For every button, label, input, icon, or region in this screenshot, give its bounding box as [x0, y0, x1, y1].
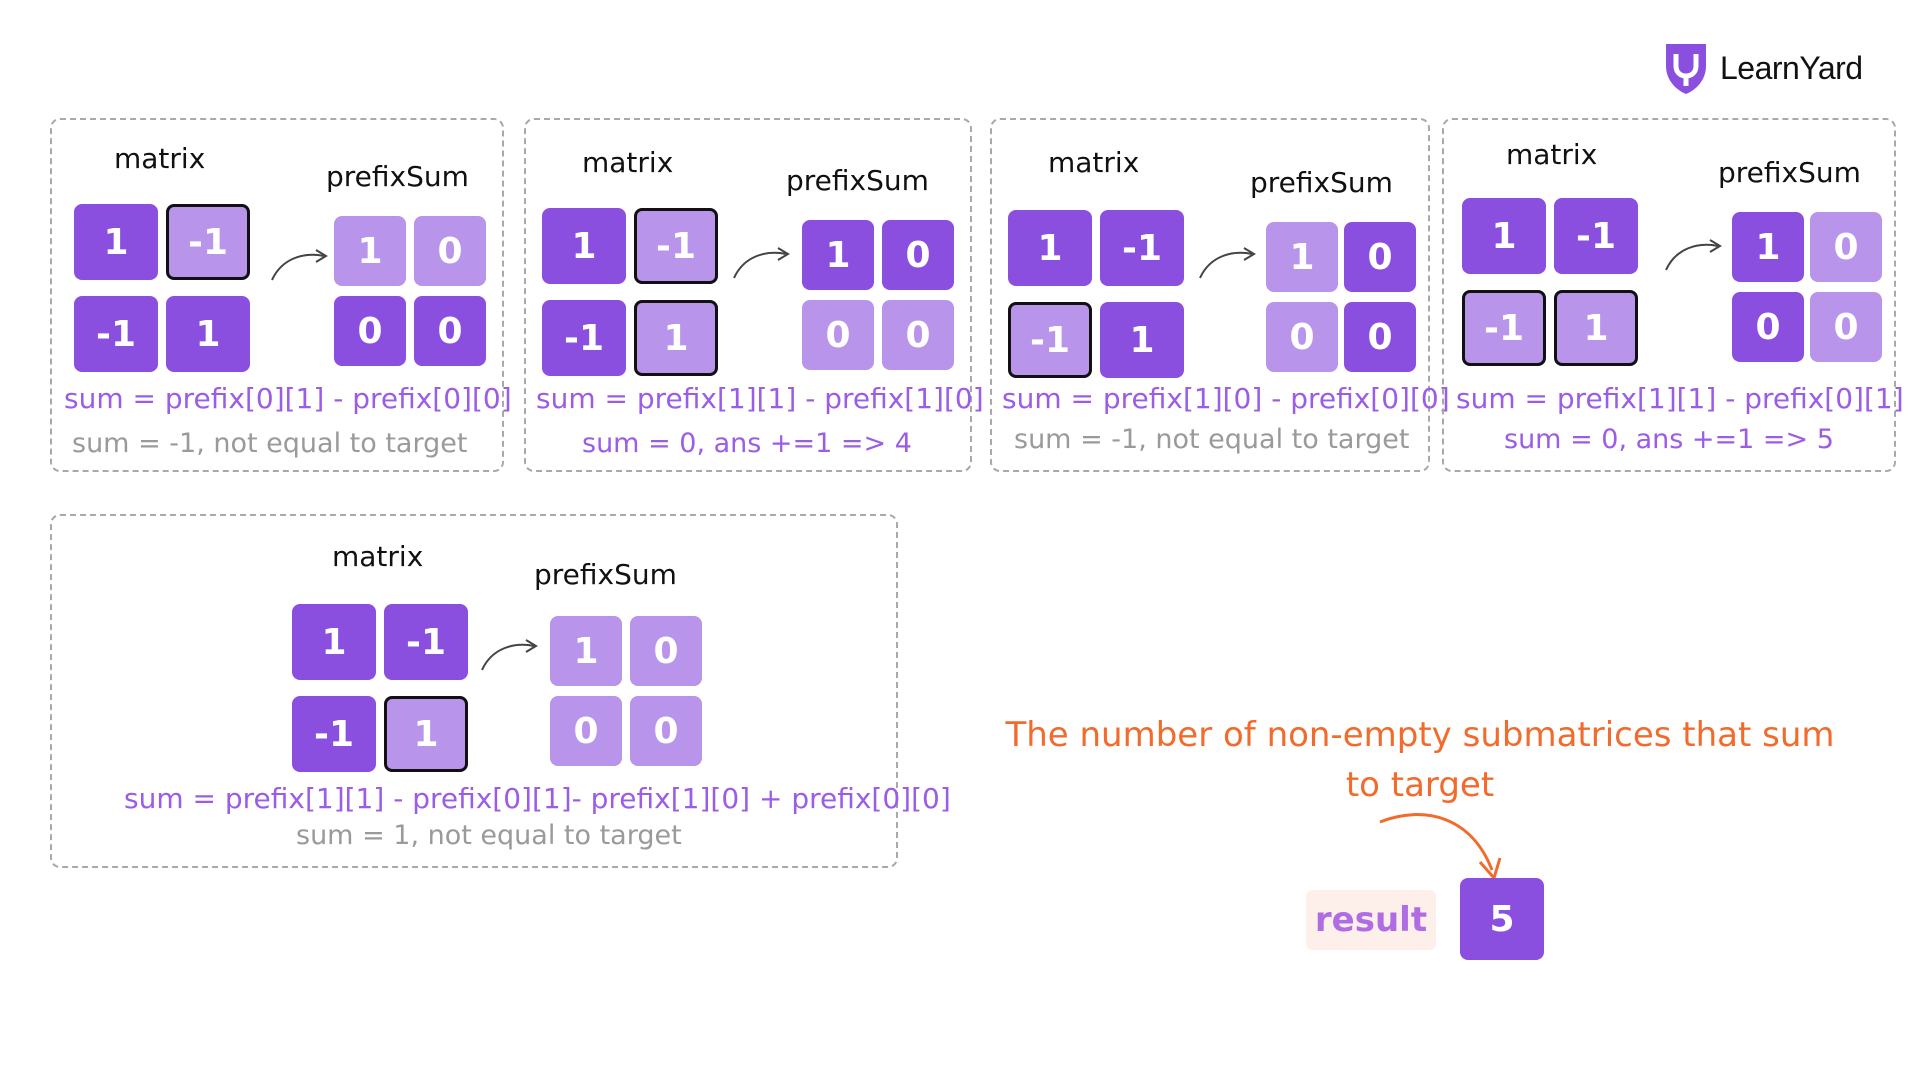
prefix-cell: 0 — [1810, 292, 1882, 362]
matrix-cell: 1 — [292, 604, 376, 680]
sum-result-note: sum = -1, not equal to target — [1014, 424, 1410, 455]
curved-arrow-icon — [1379, 813, 1502, 882]
step-panel-5: matrix prefixSum 1 -1 -1 1 1 0 0 0 sum =… — [50, 514, 951, 868]
result-value: 5 — [1460, 878, 1544, 960]
curved-arrow-icon — [481, 639, 538, 671]
prefix-cell: 1 — [334, 216, 406, 286]
prefix-cell: 0 — [882, 300, 954, 370]
sum-formula: sum = prefix[1][1] - prefix[0][1] — [1456, 382, 1904, 415]
matrix-cell: -1 — [292, 696, 376, 772]
curved-arrow-icon — [1665, 239, 1722, 271]
curved-arrow-icon — [733, 247, 790, 279]
learnyard-logo-icon — [1666, 44, 1706, 94]
step-panel-2: matrix prefixSum 1 -1 -1 1 1 0 0 0 sum =… — [524, 118, 984, 472]
brand-name: LearnYard — [1720, 49, 1863, 86]
prefix-cell: 0 — [550, 696, 622, 766]
matrix-cell: 1 — [166, 296, 250, 372]
sum-formula: sum = prefix[1][1] - prefix[1][0] — [536, 382, 984, 415]
matrix-cell-selected: 1 — [634, 300, 718, 376]
matrix-cell-selected: 1 — [1554, 290, 1638, 366]
matrix-cell: -1 — [384, 604, 468, 680]
prefix-cell: 0 — [334, 296, 406, 366]
sum-result-note: sum = 0, ans +=1 => 5 — [1504, 424, 1834, 455]
matrix-cell-selected: 1 — [384, 696, 468, 772]
brand-logo: LearnYard — [1662, 38, 1863, 98]
prefix-title: prefixSum — [1718, 156, 1861, 189]
prefix-cell: 0 — [630, 696, 702, 766]
matrix-title: matrix — [1048, 146, 1140, 179]
matrix-cell: 1 — [1008, 210, 1092, 286]
sum-result-note: sum = -1, not equal to target — [72, 428, 468, 459]
prefix-title: prefixSum — [786, 164, 929, 197]
prefix-cell: 0 — [1732, 292, 1804, 362]
matrix-cell: 1 — [1462, 198, 1546, 274]
prefix-title: prefixSum — [1250, 166, 1393, 199]
matrix-cell-selected: -1 — [166, 204, 250, 280]
matrix-cell: -1 — [1100, 210, 1184, 286]
sum-formula: sum = prefix[0][1] - prefix[0][0] — [64, 382, 512, 415]
matrix-cell: -1 — [1554, 198, 1638, 274]
curved-arrow-icon — [271, 249, 328, 281]
prefix-cell: 0 — [1810, 212, 1882, 282]
step-panel-4: matrix prefixSum 1 -1 -1 1 1 0 0 0 sum =… — [1442, 118, 1904, 472]
prefix-cell: 1 — [550, 616, 622, 686]
matrix-title: matrix — [114, 142, 206, 175]
matrix-title: matrix — [1506, 138, 1598, 171]
prefix-cell: 1 — [1266, 222, 1338, 292]
matrix-cell: -1 — [74, 296, 158, 372]
step-panel-3: matrix prefixSum 1 -1 -1 1 1 0 0 0 sum =… — [990, 118, 1450, 472]
prefix-cell: 0 — [802, 300, 874, 370]
matrix-cell: -1 — [542, 300, 626, 376]
matrix-title: matrix — [582, 146, 674, 179]
matrix-cell-selected: -1 — [1462, 290, 1546, 366]
result-label: result — [1306, 890, 1436, 950]
matrix-cell-selected: -1 — [1008, 302, 1092, 378]
prefix-cell: 0 — [1266, 302, 1338, 372]
matrix-cell: 1 — [542, 208, 626, 284]
prefix-title: prefixSum — [326, 160, 469, 193]
prefix-cell: 0 — [414, 296, 486, 366]
matrix-cell: 1 — [1100, 302, 1184, 378]
sum-formula: sum = prefix[1][1] - prefix[0][1]- prefi… — [124, 782, 951, 815]
sum-result-note: sum = 1, not equal to target — [296, 820, 682, 851]
prefix-cell: 0 — [882, 220, 954, 290]
matrix-title: matrix — [332, 540, 424, 573]
prefix-cell: 0 — [630, 616, 702, 686]
step-panel-1: matrix prefixSum 1 -1 -1 1 1 0 0 0 sum =… — [50, 118, 512, 472]
prefix-cell: 0 — [1344, 222, 1416, 292]
prefix-cell: 0 — [1344, 302, 1416, 372]
prefix-cell: 1 — [802, 220, 874, 290]
sum-result-note: sum = 0, ans +=1 => 4 — [582, 428, 912, 459]
curved-arrow-icon — [1199, 247, 1256, 279]
prefix-title: prefixSum — [534, 558, 677, 591]
prefix-cell: 0 — [414, 216, 486, 286]
prefix-cell: 1 — [1732, 212, 1804, 282]
result-description: The number of non-empty submatrices that… — [1005, 715, 1835, 805]
matrix-cell: 1 — [74, 204, 158, 280]
matrix-cell-selected: -1 — [634, 208, 718, 284]
sum-formula: sum = prefix[1][0] - prefix[0][0] — [1002, 382, 1450, 415]
